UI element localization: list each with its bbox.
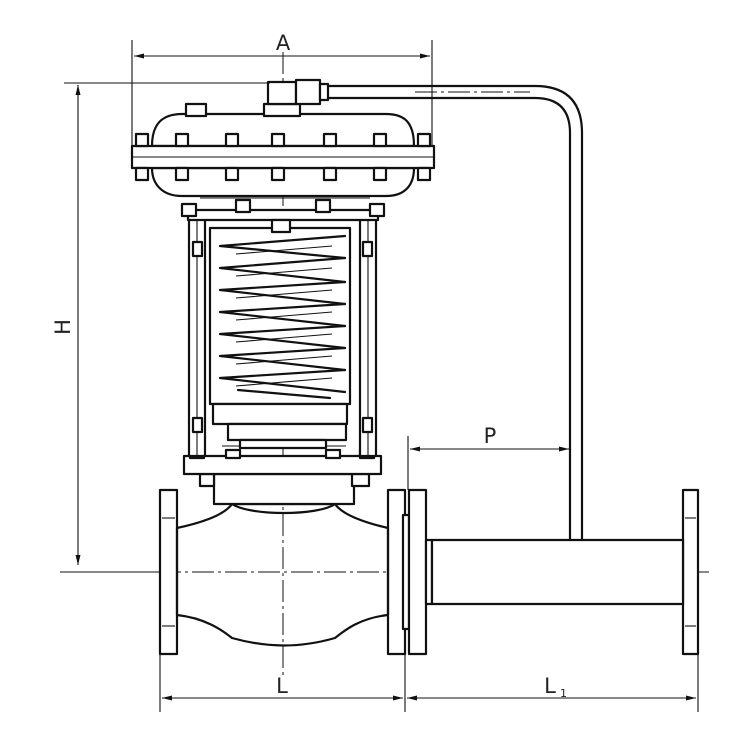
valve-body <box>175 472 390 647</box>
pipe-right-flange <box>681 488 700 656</box>
dimension-P: P <box>407 424 569 490</box>
housing-bolts <box>134 132 432 182</box>
impulse-tube <box>326 84 584 542</box>
dimension-L: L <box>159 654 406 712</box>
right-valve-flange <box>386 488 411 656</box>
dimension-L1: L 1 <box>407 654 699 712</box>
dimension-L-label: L <box>276 674 288 698</box>
dimension-L1-label: L <box>544 674 556 698</box>
dimension-A-label: A <box>276 31 291 55</box>
downstream-pipe <box>430 538 685 606</box>
diaphragm-housing <box>130 78 436 198</box>
left-flange <box>158 488 179 656</box>
spring-assembly <box>208 218 352 450</box>
spring-coils <box>218 234 347 400</box>
columns <box>187 216 378 458</box>
dimension-A: A <box>131 31 433 146</box>
dimension-L1-subscript: 1 <box>560 687 567 700</box>
dimension-H: H <box>51 82 270 573</box>
dimension-P-label: P <box>484 424 497 448</box>
pipe-left-flange <box>407 488 434 656</box>
dimension-H-label: H <box>51 319 75 335</box>
